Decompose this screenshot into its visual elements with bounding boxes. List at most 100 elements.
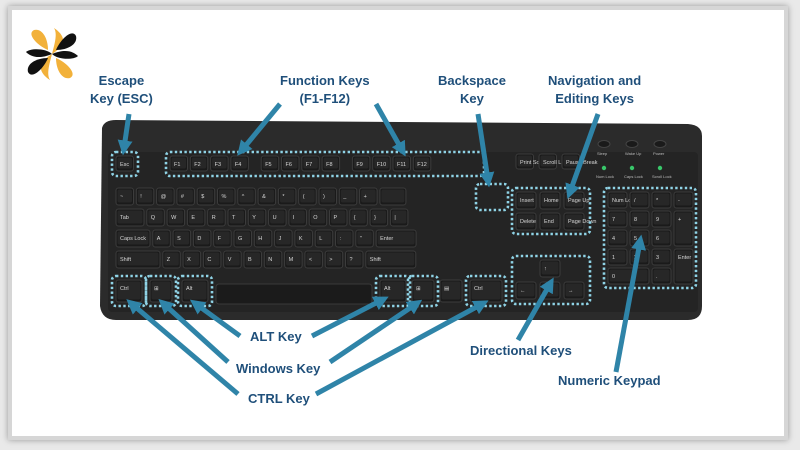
numpad-0-key-top: [609, 269, 648, 282]
led-indicator: [657, 165, 663, 171]
a-row-key: L: [314, 229, 334, 248]
enter-key-top: [377, 231, 415, 245]
z-row-key-label: M: [289, 257, 294, 263]
numpad-7-key-label: 7: [612, 217, 615, 223]
number-row-key-label: $: [201, 194, 204, 200]
alt-right-key-label: Alt: [384, 286, 391, 292]
backspace-key-label: Backspace Key: [438, 72, 506, 108]
number-row-key: _: [338, 187, 358, 206]
windows-right-highlight: [406, 274, 440, 308]
number-row-key-top: [158, 189, 173, 203]
tab-key-top: [117, 210, 143, 224]
windows-right-key-top: [413, 281, 433, 300]
power-button: [653, 140, 667, 148]
page-down-key: Page Down: [563, 212, 596, 231]
pause-key-top: [563, 155, 578, 167]
a-row-key-label: F: [218, 236, 222, 242]
number-row-key-label: %: [222, 194, 227, 200]
escape-key-label-line2: Key (ESC): [90, 91, 153, 106]
z-row-key: >: [324, 250, 344, 269]
directional-keys-label: Directional Keys: [470, 343, 572, 358]
end-key: End: [539, 212, 561, 231]
print-screen-key: Print Screen: [515, 153, 550, 170]
q-row-key-top: [148, 210, 163, 224]
scroll-lock-key: Scroll Lock: [538, 153, 570, 170]
a-row-key-top: [194, 231, 210, 245]
numeric-arrow: [613, 234, 647, 373]
z-row-key-label: <: [309, 257, 312, 263]
number-row-key-label: ): [323, 194, 325, 200]
f8-key-label: F8: [326, 162, 332, 168]
numpad-0-key-label: 0: [612, 274, 615, 280]
home-key-top: [541, 193, 559, 207]
arrow-up-key: ↑: [539, 259, 561, 278]
a-row-key-top: [276, 231, 291, 245]
z-row-key-label: Z: [167, 257, 171, 263]
navigation-editing-keys-label: Navigation and Editing Keys: [548, 72, 641, 108]
number-row-key: %: [217, 187, 236, 206]
numpad-8-key-top: [631, 212, 648, 225]
number-row-key-top: [219, 189, 234, 203]
f11-key: F11: [392, 155, 411, 172]
q-row-key-label: }: [374, 215, 376, 221]
page-down-key-top: [565, 214, 583, 228]
number-row-key-label: @: [161, 194, 167, 200]
f1-key-label: F1: [174, 162, 180, 168]
windows-key-label: Windows Key: [236, 361, 321, 376]
backspace-key-top: [381, 189, 405, 203]
z-row-key: Z: [162, 250, 181, 269]
numpad-multiply-key-top: [653, 193, 670, 206]
z-row-key: C: [202, 250, 222, 269]
q-row-key: O: [308, 208, 328, 227]
z-row-key-label: C: [207, 257, 211, 263]
ctrl-key-label: CTRL Key: [248, 391, 310, 406]
numpad-1-key-top: [609, 250, 626, 263]
arrow-right-key-label: →: [568, 288, 574, 294]
numpad-plus-key: +: [673, 210, 694, 247]
numpad-plus-key-label: +: [678, 217, 681, 223]
number-row-key-top: [198, 189, 214, 203]
number-row-key-top: [239, 189, 254, 203]
a-row-key: F: [213, 229, 232, 248]
a-row-key-top: [235, 231, 250, 245]
q-row-key-label: P: [334, 215, 338, 221]
a-row-key: K: [294, 229, 313, 248]
z-row-key-label: >: [329, 257, 332, 263]
arrow-right-key-top: [565, 283, 583, 297]
alt-left-key-top: [183, 281, 207, 300]
z-row-key-label: V: [228, 257, 232, 263]
f9-key: F9: [351, 155, 371, 172]
page-down-key-label: Page Down: [568, 219, 596, 225]
end-key-label: End: [544, 219, 554, 225]
power-button: [625, 140, 639, 148]
windows-left-arrow: [158, 298, 230, 364]
numpad-7-key: 7: [607, 210, 628, 228]
logo-petal-r: [56, 58, 73, 79]
numpad-divide-key-top: [631, 193, 648, 206]
numpad-8-key-label: 8: [634, 217, 637, 223]
caps-lock-key: Caps Lock: [115, 229, 151, 248]
q-row-key-label: R: [212, 215, 216, 221]
numeric-keypad-label: Numeric Keypad: [558, 373, 661, 388]
numpad-9-key-label: 9: [656, 217, 659, 223]
a-row-key: G: [233, 229, 252, 248]
q-row-key: }: [369, 208, 389, 227]
esc-highlight: [110, 150, 140, 178]
f1-key-top: [171, 157, 186, 169]
four-petal-logo: [26, 28, 78, 80]
menu-key: ▤: [439, 279, 463, 303]
f7-key-top: [303, 157, 318, 169]
menu-key-top: [441, 281, 461, 300]
z-row-key-label: X: [187, 257, 191, 263]
a-row-key-top: [316, 231, 332, 245]
shift-right-key: Shift: [365, 250, 417, 269]
a-row-key: ": [355, 229, 374, 248]
q-row-key-label: {: [354, 215, 356, 221]
q-row-key-top: [209, 210, 224, 224]
escape-key-label: Escape Key (ESC): [90, 72, 153, 108]
q-row-key-top: [310, 210, 326, 224]
logo-petal-tr: [52, 28, 64, 54]
numpad-decimal-key-top: [653, 269, 670, 282]
logo-petal-br: [52, 50, 78, 59]
